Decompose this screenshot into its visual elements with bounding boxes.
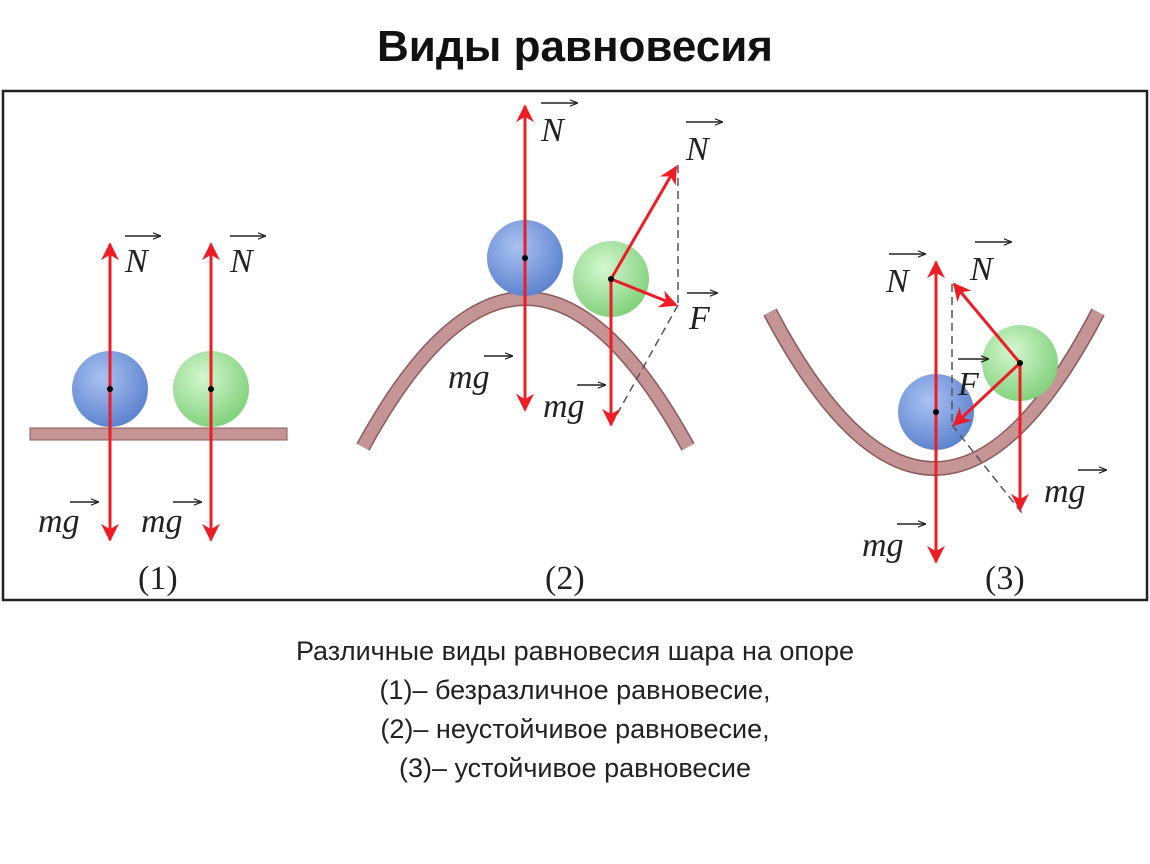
gravity-force-label: mg	[1044, 473, 1086, 510]
normal-force-label: N	[885, 263, 911, 300]
figure-1-indifferent: N N mg mg (1)	[29, 236, 288, 597]
caption-item-3: (3)– устойчивое равновесие	[398, 753, 752, 783]
normal-force-label: N	[969, 251, 995, 288]
figure-number: (2)	[545, 560, 585, 597]
ball-center-point	[208, 386, 214, 392]
normal-force-label: N	[124, 243, 150, 280]
normal-force-label: N	[685, 131, 711, 168]
gravity-force-label: mg	[448, 359, 490, 396]
caption-item-1: (1)– безразличное равновесие,	[379, 675, 771, 705]
normal-force-arrow	[952, 282, 1022, 364]
figure-2-unstable: N N F mg mg (2)	[356, 103, 722, 597]
page-title: Виды равновесия	[377, 22, 773, 71]
caption-item-2: (2)– неустойчивое равновесие,	[380, 714, 770, 744]
gravity-force-label: mg	[141, 503, 183, 540]
construction-line	[951, 424, 1023, 514]
normal-force-label: N	[540, 112, 566, 149]
resultant-force-arrow	[952, 361, 1022, 427]
resultant-force-arrow	[610, 277, 678, 308]
construction-line	[610, 304, 679, 426]
ball-center-point	[608, 276, 614, 282]
ball-center-point	[1017, 360, 1023, 366]
flat-surface	[29, 427, 288, 441]
diagram-frame	[1, 89, 1149, 602]
figure-3-stable: N N F mg mg (3)	[763, 242, 1106, 597]
normal-force-label: N	[229, 243, 255, 280]
resultant-force-label: F	[957, 366, 980, 403]
ball-center-point	[933, 409, 939, 415]
gravity-force-label: mg	[543, 388, 585, 425]
figure-number: (3)	[985, 560, 1025, 597]
ball-center-point	[107, 386, 113, 392]
normal-force-arrow	[609, 165, 678, 280]
gravity-force-label: mg	[862, 527, 904, 564]
caption-heading: Различные виды равновесия шара на опоре	[295, 636, 855, 666]
figure-number: (1)	[138, 560, 178, 597]
resultant-force-label: F	[688, 300, 711, 337]
gravity-force-label: mg	[38, 503, 80, 540]
ball-center-point	[522, 255, 528, 261]
